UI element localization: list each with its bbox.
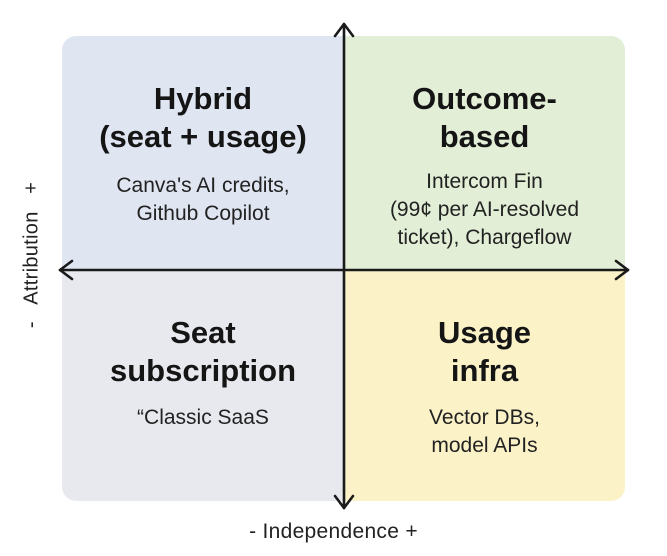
horizontal-axis-left-arrow — [58, 259, 74, 281]
quadrant-title-hybrid: Hybrid (seat + usage) — [99, 81, 307, 154]
horizontal-axis-right-arrow — [614, 259, 630, 281]
vertical-axis-bottom-arrow — [333, 494, 355, 510]
quadrant-outcome-based: Outcome- based Intercom Fin (99¢ per AI-… — [344, 36, 625, 270]
quadrant-description-seat-subscription: “Classic SaaS — [137, 406, 269, 429]
x-axis-label: - Independence + — [249, 520, 418, 543]
vertical-axis-top-arrow — [333, 22, 355, 38]
quadrant-description-hybrid: Canva's AI credits, Github Copilot — [116, 174, 290, 225]
quadrant-hybrid: Hybrid (seat + usage) Canva's AI credits… — [62, 36, 344, 270]
quadrant-description-outcome-based: Intercom Fin (99¢ per AI-resolved ticket… — [389, 170, 580, 249]
quadrant-usage-infra: Usage infra Vector DBs, model APIs — [344, 270, 625, 501]
quadrant-seat-subscription: Seat subscription “Classic SaaS — [62, 270, 344, 501]
y-axis-label: - Attribution + — [20, 181, 43, 329]
quadrant-title-usage-infra: Usage infra — [437, 315, 532, 388]
quadrant-title-outcome-based: Outcome- based — [412, 81, 557, 154]
quadrant-title-seat-subscription: Seat subscription — [109, 315, 296, 388]
quadrant-description-usage-infra: Vector DBs, model APIs — [429, 406, 540, 457]
